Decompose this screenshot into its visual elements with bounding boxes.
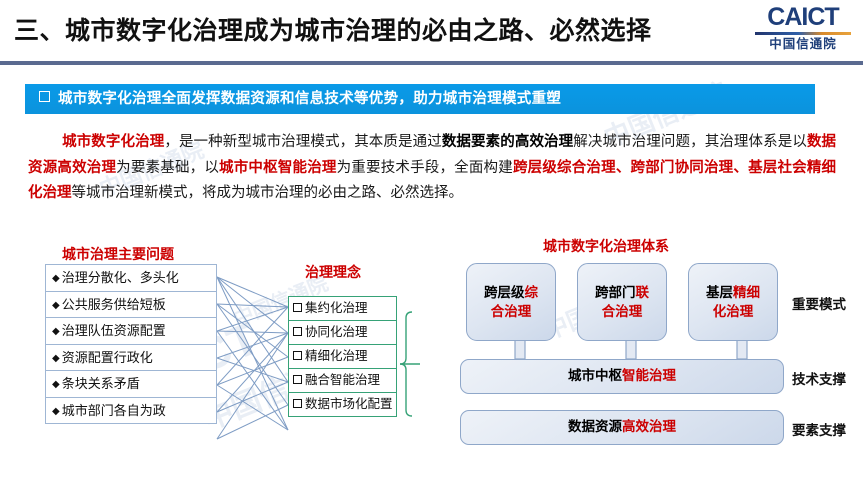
diamond-bullet-icon: ◆ [52,405,60,417]
para-seg8: 为重要技术手段，全面构建 [336,159,513,176]
para-seg10: 等城市治理新模式，将成为城市治理的必由之路、必然选择。 [71,185,464,201]
para-seg7: 城市中枢智能治理 [219,159,337,176]
list-item[interactable]: ◆资源配置行政化 [45,343,217,371]
list-item-label: 精细化治理 [305,349,368,363]
para-seg5: 数据资源高效治理 [28,134,837,176]
mode-line1-red: 精细 [733,285,760,300]
mode-line1-black: 跨层级 [484,285,525,300]
mode-box-cross-department[interactable]: 跨部门联 合治理 [577,263,667,341]
list-item-label: 协同化治理 [305,325,368,339]
list-item-label: 数据市场化配置 [305,397,393,411]
right-label-modes: 重要模式 [792,297,846,312]
logo-subtitle: 中国信通院 [769,37,837,51]
mode-line2-red: 合治理 [601,304,643,319]
mode-line1-red: 联 [635,285,650,300]
logo-rule [755,32,851,35]
list-item-label: 资源配置行政化 [61,349,153,365]
header-divider [0,61,863,65]
system-caption: 城市数字化治理体系 [543,238,669,254]
caict-logo: CAICT 中国信通院 [751,4,855,60]
mode-line2-red: 化治理 [712,304,754,319]
mode-box-cross-level[interactable]: 跨层级综 合治理 [466,263,556,341]
data-label-red: 高效治理 [622,419,676,434]
list-item[interactable]: 协同化治理 [288,320,397,345]
banner-text: 城市数字化治理全面发挥数据资源和信息技术等优势，助力城市治理模式重塑 [58,91,562,107]
checkbox-square-icon [293,375,302,384]
data-support-box[interactable]: 数据资源高效治理 [460,410,784,445]
mode-line2-red: 合治理 [490,304,532,319]
diamond-bullet-icon: ◆ [52,379,60,390]
diamond-bullet-icon: ◆ [52,352,60,364]
list-item[interactable]: ◆条块关系矛盾 [45,370,217,398]
list-item[interactable]: 精细化治理 [288,344,397,369]
list-item[interactable]: 融合智能治理 [288,368,397,393]
right-label-tech: 技术支撑 [792,372,846,387]
checkbox-square-icon [293,303,302,312]
slide-header: 三、城市数字化治理成为城市治理的必由之路、必然选择 CAICT 中国信通院 [0,0,863,62]
mode-box-grassroots[interactable]: 基层精细 化治理 [688,263,778,341]
section-banner: 城市数字化治理全面发挥数据资源和信息技术等优势，助力城市治理模式重塑 [25,84,815,114]
mode-line1-black: 基层 [706,285,733,300]
list-item[interactable]: 集约化治理 [288,296,397,321]
para-seg3: 数据要素的高效治理 [441,134,574,150]
mode-line1-red: 综 [524,285,539,300]
list-item[interactable]: 数据市场化配置 [288,392,397,417]
concepts-caption: 治理理念 [305,264,361,280]
list-item-label: 城市部门各自为政 [61,402,166,418]
list-item-label: 治理队伍资源配置 [61,323,166,338]
list-item[interactable]: ◆治理分散化、多头化 [45,264,217,292]
para-seg4: 解决城市治理问题，其治理体系是以 [573,134,807,150]
diamond-bullet-icon: ◆ [52,326,60,337]
concepts-list: 集约化治理 协同化治理 精细化治理 融合智能治理 数据市场化配置 [288,296,397,417]
list-item[interactable]: ◆公共服务供给短板 [45,290,217,318]
checkbox-square-icon [293,399,302,408]
para-seg9: 跨层级综合治理、跨部门协同治理、基层社会精细化治理 [28,159,837,202]
tech-label-black: 城市中枢 [568,368,622,383]
curly-brace-icon [399,311,420,417]
mode-line1-black: 跨部门 [595,285,636,300]
problems-caption: 城市治理主要问题 [62,246,174,262]
square-bullet-icon [39,91,50,102]
list-item[interactable]: ◆治理队伍资源配置 [45,317,217,345]
diamond-bullet-icon: ◆ [52,299,60,311]
list-item[interactable]: ◆城市部门各自为政 [45,396,217,424]
tech-support-box[interactable]: 城市中枢智能治理 [460,359,784,394]
checkbox-square-icon [293,351,302,360]
list-item-label: 公共服务供给短板 [61,296,166,312]
para-seg1: 城市数字化治理 [62,134,165,150]
problems-list: ◆治理分散化、多头化 ◆公共服务供给短板 ◆治理队伍资源配置 ◆资源配置行政化 … [45,264,217,424]
list-item-label: 融合智能治理 [305,373,381,387]
tech-label-red: 智能治理 [622,368,676,383]
para-seg2: ，是一种新型城市治理模式，其本质是通过 [164,134,442,150]
diamond-bullet-icon: ◆ [52,273,60,284]
logo-wordmark: CAICT [767,3,839,31]
checkbox-square-icon [293,327,302,336]
list-item-label: 治理分散化、多头化 [61,270,179,285]
list-item-label: 集约化治理 [305,301,368,315]
body-paragraph: 城市数字化治理，是一种新型城市治理模式，其本质是通过数据要素的高效治理解决城市治… [28,130,836,207]
right-label-elements: 要素支撑 [792,423,846,438]
list-item-label: 条块关系矛盾 [61,376,140,391]
page-title: 三、城市数字化治理成为城市治理的必由之路、必然选择 [14,17,652,45]
data-label-black: 数据资源 [568,419,622,434]
para-seg6: 为要素基础，以 [116,159,220,176]
